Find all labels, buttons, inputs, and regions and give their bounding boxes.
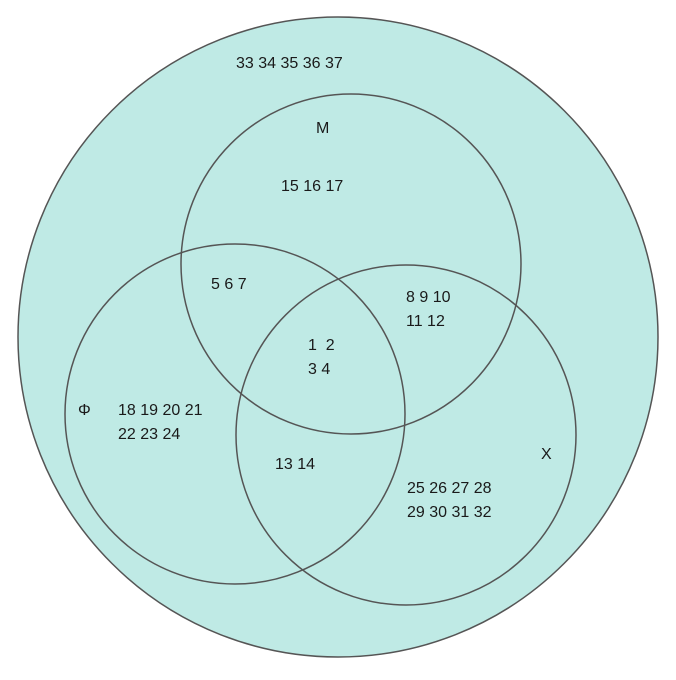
center-region-line1: 1 2 [308,337,335,354]
m-only-region-label: 15 16 17 [281,178,343,195]
m-phi-region-label: 5 6 7 [211,276,247,293]
set-x-label: X [541,446,552,463]
center-region-line2: 3 4 [308,361,330,378]
m-x-region-line1: 8 9 10 [406,289,451,306]
universe-circle [17,16,659,658]
phi-x-region-label: 13 14 [275,456,315,473]
m-x-region-line2: 11 12 [406,313,445,330]
phi-only-region-line2: 22 23 24 [118,426,180,443]
outside-region-label: 33 34 35 36 37 [236,55,343,72]
set-phi-circle [64,243,406,585]
set-m-circle [180,93,522,435]
set-x-circle [235,264,577,606]
set-m-label: M [316,120,329,137]
x-only-region-line2: 29 30 31 32 [407,504,492,521]
set-phi-label: Φ [78,402,91,419]
x-only-region-line1: 25 26 27 28 [407,480,492,497]
phi-only-region-line1: 18 19 20 21 [118,402,203,419]
